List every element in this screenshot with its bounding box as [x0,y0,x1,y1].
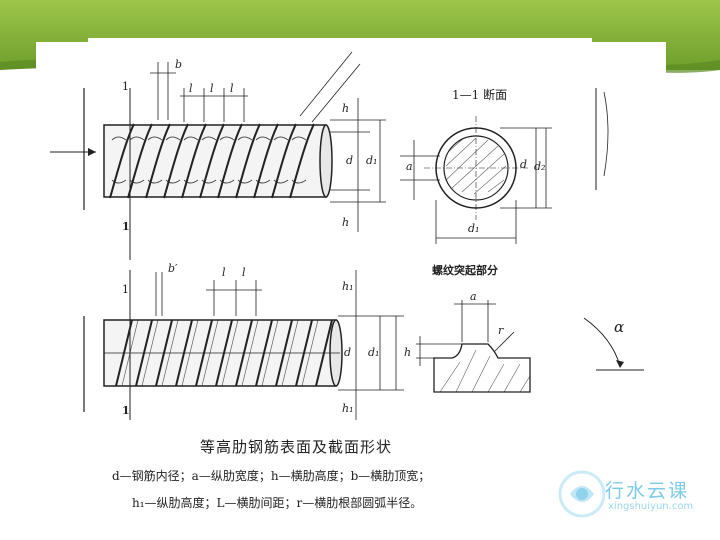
label-h1-bottom: h₁ [342,402,354,415]
label-h-bottom: h [342,216,350,229]
label-l3: l [230,82,234,95]
section-1-1 [400,116,552,244]
watermark-name: 行水云课 [605,480,690,502]
label-1a: 1 [122,80,129,93]
section-title: 1—1 断面 [452,88,508,102]
label-sec-d2: d₂ [534,160,546,173]
label-h-top: h [342,102,350,115]
bottom-rebar [83,270,404,420]
legend-line-2: h₁—纵肋高度；L—横肋间距；r—横肋根部圆弧半径。 [132,496,423,510]
label-l4: l [222,266,226,279]
label-sec-a: a [406,160,413,173]
figure-caption: 等高肋钢筋表面及截面形状 [200,438,393,456]
label-d-bottom: d [344,346,352,359]
label-b-prime: b′ [168,262,178,275]
label-l1: l [189,82,193,95]
label-h1-top: h₁ [342,280,354,293]
label-1b: 1 [122,220,130,233]
watermark-logo-icon [558,470,606,518]
legend-line-1: d—钢筋内径；a—纵肋宽度；h—横肋高度；b—横肋顶宽； [112,469,431,483]
label-d1-bottom: d₁ [368,346,380,359]
label-alpha: α [614,318,625,336]
rib-protrusion-label: 螺纹突起部分 [432,264,498,277]
label-b: b [175,58,183,71]
rib-detail [416,88,644,393]
label-1c: 1 [122,283,129,296]
label-1d: 1 [122,404,130,417]
label-d-top: d [346,154,354,167]
label-det-h: h [404,346,412,359]
watermark-url: xingshuiyun.com [608,501,694,512]
label-det-r: r [498,324,504,337]
label-l5: l [242,266,246,279]
label-sec-d1: d₁ [468,222,480,235]
label-det-a: a [470,290,477,303]
top-rebar [50,51,386,260]
drawing-panel [36,42,666,522]
label-l2: l [210,82,214,95]
label-d1-top: d₁ [366,154,378,167]
label-sec-d: d [520,158,528,171]
